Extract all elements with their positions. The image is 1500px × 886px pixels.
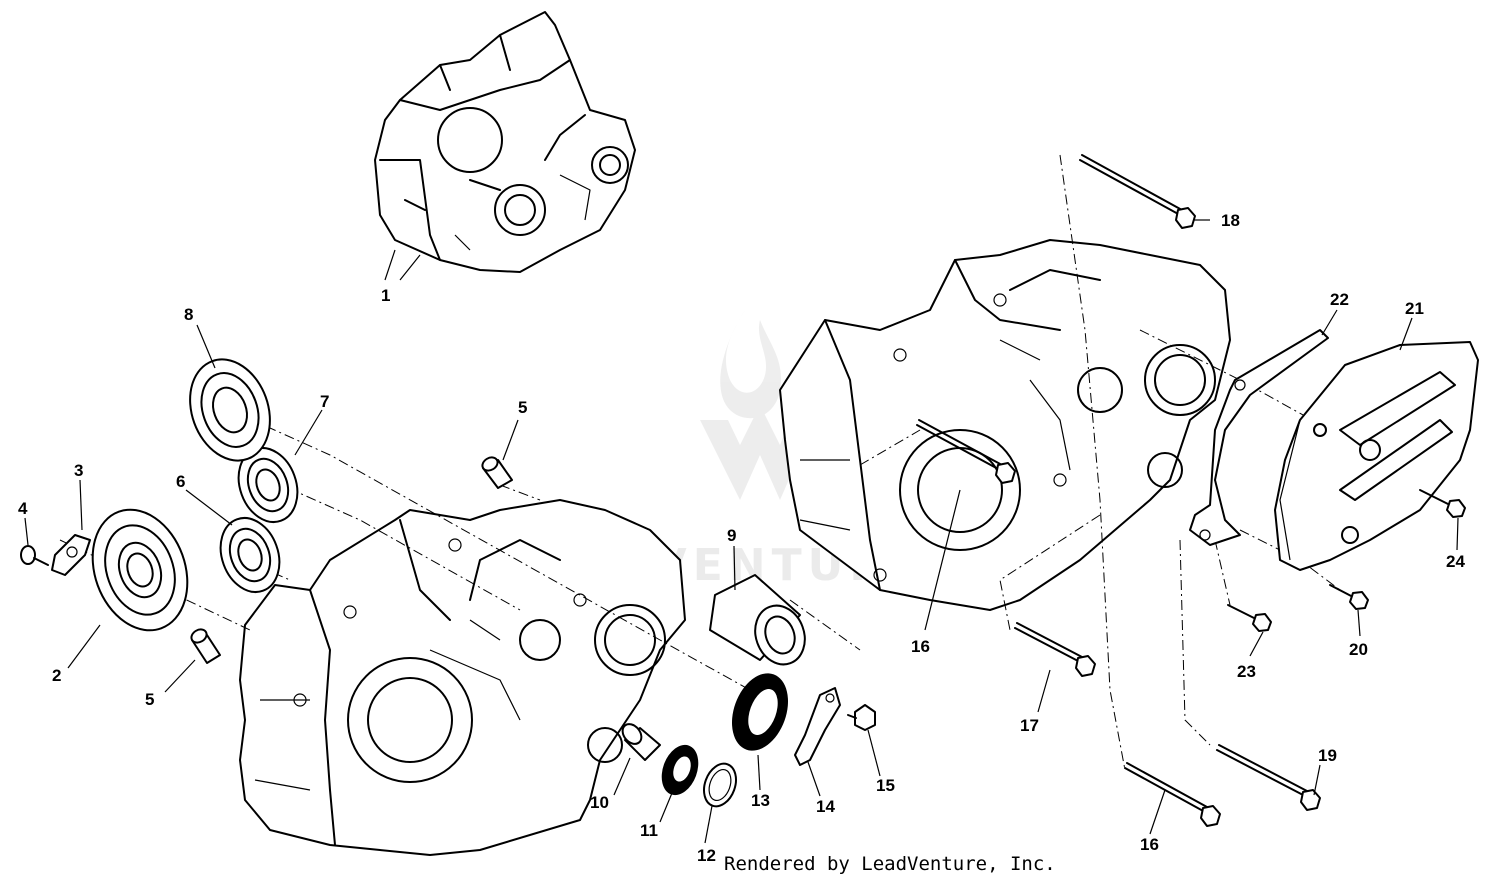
callout-1: 1 xyxy=(381,286,390,305)
bolt-15 xyxy=(847,704,876,731)
callout-8: 8 xyxy=(184,305,193,324)
spacer-10 xyxy=(621,723,661,761)
callout-18: 18 xyxy=(1221,211,1240,230)
cover-21 xyxy=(1274,341,1479,571)
callout-23: 23 xyxy=(1237,662,1256,681)
leader-lines xyxy=(24,219,1459,844)
bolt-23 xyxy=(1227,604,1272,632)
bolt-19 xyxy=(1216,744,1321,811)
retainer-plate xyxy=(51,534,91,576)
callout-3: 3 xyxy=(74,461,83,480)
callout-16-upper: 16 xyxy=(911,637,930,656)
callout-15: 15 xyxy=(876,776,895,795)
callout-22: 22 xyxy=(1330,290,1349,309)
bushing-sleeve xyxy=(709,574,806,666)
callout-9: 9 xyxy=(727,526,736,545)
callout-21: 21 xyxy=(1405,299,1424,318)
oil-seal-13 xyxy=(731,673,789,751)
bolt-24 xyxy=(1419,489,1466,518)
bolt-20 xyxy=(1329,584,1369,610)
bearing-8 xyxy=(189,358,271,462)
gasket-22 xyxy=(1189,329,1329,546)
callout-24: 24 xyxy=(1446,552,1465,571)
callout-10: 10 xyxy=(590,793,609,812)
callout-14: 14 xyxy=(816,797,835,816)
oil-seal-11 xyxy=(661,744,699,796)
render-credit: Rendered by LeadVenture, Inc. xyxy=(724,853,1056,875)
callout-5-lower: 5 xyxy=(145,690,154,709)
bolt-17 xyxy=(1014,622,1096,677)
bearing-large xyxy=(91,508,189,632)
callout-16-lower: 16 xyxy=(1140,835,1159,854)
right-crankcase-half xyxy=(779,239,1231,611)
callout-6: 6 xyxy=(176,472,185,491)
callout-4: 4 xyxy=(18,499,28,518)
bracket-14 xyxy=(794,687,841,766)
dowel-pin-upper xyxy=(481,456,513,489)
callout-2: 2 xyxy=(52,666,61,685)
callout-13: 13 xyxy=(751,791,770,810)
bolt-16-upper xyxy=(916,419,1016,484)
circlip-12 xyxy=(703,762,737,808)
bolt-18 xyxy=(1079,154,1196,229)
callout-7: 7 xyxy=(320,392,329,411)
callout-19: 19 xyxy=(1318,746,1337,765)
callout-11: 11 xyxy=(640,821,658,840)
callout-labels: 1 2 3 4 5 5 6 7 8 9 10 11 12 13 14 15 16… xyxy=(18,211,1465,865)
left-crankcase-half xyxy=(239,499,686,856)
callout-20: 20 xyxy=(1349,640,1368,659)
callout-17: 17 xyxy=(1020,716,1039,735)
callout-12: 12 xyxy=(697,846,716,865)
screw-small xyxy=(20,545,49,566)
callout-5-upper: 5 xyxy=(518,398,527,417)
bearing-6 xyxy=(219,517,281,593)
assembled-crankcase xyxy=(374,11,636,273)
bolt-16-lower xyxy=(1124,762,1221,827)
dowel-pin-lower xyxy=(190,628,221,664)
bearing-7 xyxy=(237,447,299,523)
